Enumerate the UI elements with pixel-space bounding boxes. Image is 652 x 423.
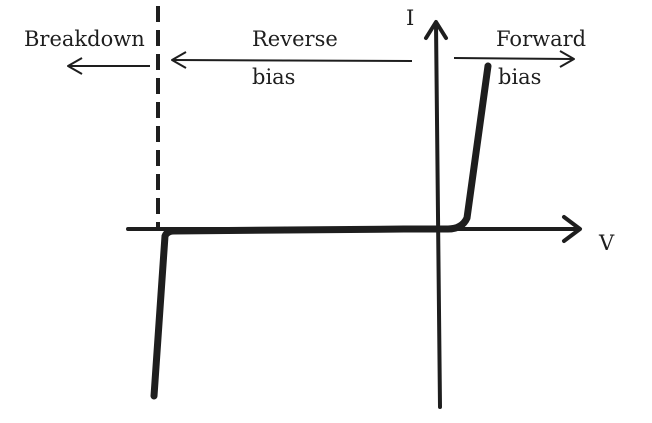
reverse-bias-label: bias — [252, 65, 295, 89]
current-axis-arrowhead — [424, 20, 448, 40]
breakdown-arrowhead — [67, 57, 83, 75]
iv-characteristic-curve — [150, 62, 492, 400]
current-axis-label: I — [406, 6, 414, 30]
reverse-label: Reverse — [252, 27, 338, 51]
forward-bias-arrowhead — [559, 50, 575, 68]
voltage-axis-label: V — [598, 231, 615, 255]
current-axis-line — [434, 22, 442, 409]
breakdown-label: Breakdown — [24, 27, 145, 51]
reverse-bias-arrowhead — [171, 51, 187, 69]
forward-bias-arrow-line — [453, 57, 573, 60]
forward-bias-label: bias — [498, 65, 541, 89]
voltage-axis-arrowhead — [562, 215, 582, 243]
forward-label: Forward — [496, 27, 586, 51]
reverse-bias-arrow-line — [173, 59, 413, 62]
